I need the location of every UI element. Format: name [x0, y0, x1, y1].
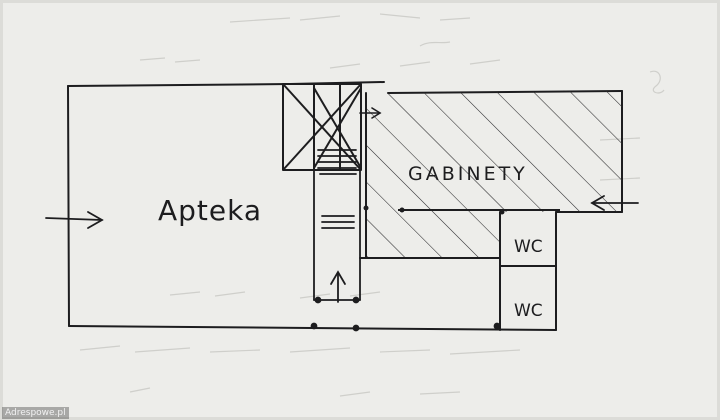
gabinety-area	[366, 91, 622, 258]
gabinety-entry-arrow-icon	[359, 107, 382, 119]
entrance-arrow-right-icon	[590, 195, 639, 211]
room-label-gabinety: Gabinety	[408, 163, 528, 185]
entrance-arrow-left-icon	[45, 211, 104, 229]
stair-up-arrow-icon	[330, 270, 346, 303]
gabinety-walls	[359, 92, 501, 331]
room-label-wc-upper: WC	[514, 237, 543, 257]
room-label-wc-lower: WC	[514, 301, 543, 321]
staircase	[310, 149, 501, 332]
bleed-through-marks	[79, 13, 665, 397]
room-label-apteka: Apteka	[158, 194, 262, 227]
elevator-shaft	[282, 83, 362, 171]
watermark: Adrespowe.pl	[2, 407, 69, 419]
